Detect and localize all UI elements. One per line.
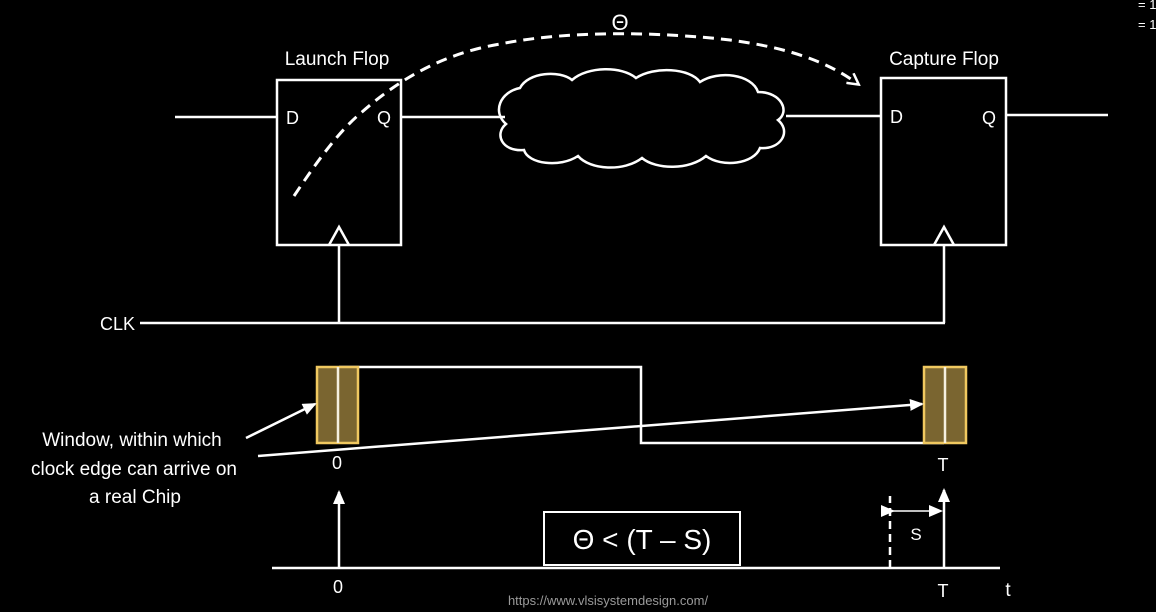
path-delay-arrow bbox=[292, 32, 858, 197]
launch-flop-box bbox=[275, 78, 403, 247]
corner-mark-1: = 1 bbox=[1138, 0, 1156, 12]
capture-q-pin: Q bbox=[982, 108, 996, 128]
capture-d-pin: D bbox=[890, 107, 903, 127]
clock-waveform bbox=[339, 365, 944, 445]
footer-url: https://www.vlsisystemdesign.com/ bbox=[508, 593, 709, 608]
launch-flop: Launch Flop D Q bbox=[275, 49, 403, 247]
timeline-origin-label: 0 bbox=[333, 577, 343, 597]
timeline-capture-label: T bbox=[938, 581, 949, 601]
window-note: Window, within which clock edge can arri… bbox=[31, 430, 237, 508]
window-note-line-1: Window, within which bbox=[42, 430, 222, 451]
timing-condition-box bbox=[543, 511, 741, 566]
launch-clock-triangle bbox=[327, 224, 351, 246]
clock-label: CLK bbox=[100, 314, 135, 334]
note-arrow-to-launch-window bbox=[245, 402, 317, 440]
capture-clock-triangle bbox=[932, 224, 956, 246]
delay-symbol: Θ bbox=[611, 10, 628, 35]
waveform-start-label: 0 bbox=[332, 453, 342, 473]
combinational-logic-cloud bbox=[497, 68, 786, 169]
window-note-line-3: a real Chip bbox=[89, 487, 181, 508]
clock-window-launch bbox=[315, 365, 360, 445]
launch-flop-title: Launch Flop bbox=[285, 49, 390, 70]
timeline: S 0 T t bbox=[272, 488, 1011, 601]
timing-condition-text: Θ < (T – S) bbox=[573, 524, 712, 555]
clock-network bbox=[140, 245, 946, 325]
time-axis-label: t bbox=[1005, 580, 1011, 601]
setup-time-label: S bbox=[910, 525, 921, 544]
launch-d-pin: D bbox=[286, 108, 299, 128]
waveform-end-label: T bbox=[938, 455, 949, 475]
timing-condition: Θ < (T – S) bbox=[543, 511, 741, 566]
capture-flop-title: Capture Flop bbox=[889, 49, 999, 70]
clock-window-capture bbox=[922, 365, 968, 445]
capture-flop: Capture Flop D Q bbox=[879, 49, 1008, 247]
window-note-line-2: clock edge can arrive on bbox=[31, 459, 237, 480]
capture-flop-box bbox=[879, 76, 1008, 247]
corner-mark-2: = 1 bbox=[1138, 17, 1156, 32]
launch-q-pin: Q bbox=[377, 108, 391, 128]
note-arrow-to-capture-window bbox=[257, 398, 924, 458]
